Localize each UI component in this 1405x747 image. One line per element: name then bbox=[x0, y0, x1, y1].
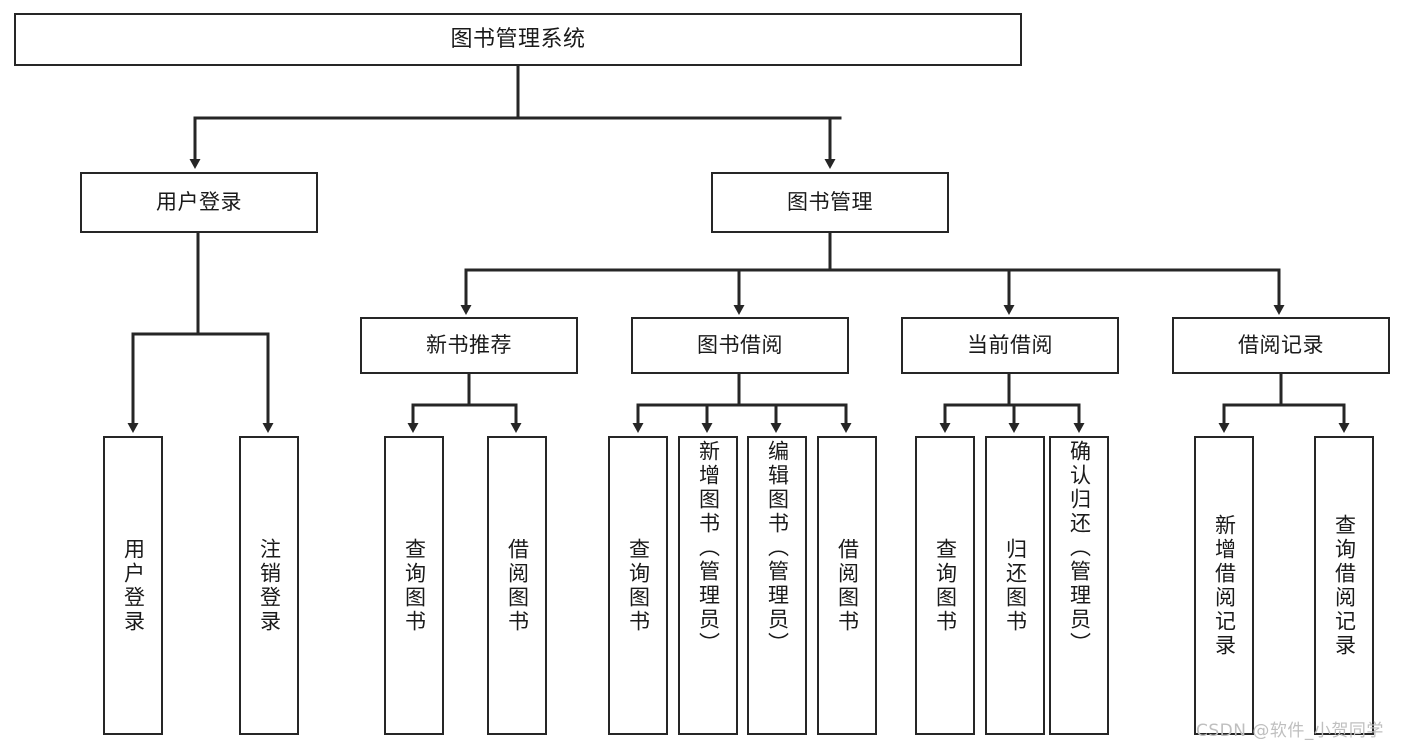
node-label: 归还图书 bbox=[1003, 537, 1028, 634]
node-label: 查询图书 bbox=[933, 537, 958, 634]
leaf-current-borrow-query-books[interactable]: 查询图书 bbox=[915, 436, 975, 735]
node-label: 新增借阅记录 bbox=[1212, 513, 1237, 658]
node-current-borrow[interactable]: 当前借阅 bbox=[901, 317, 1119, 374]
node-label: 确认归还（管理员） bbox=[1067, 440, 1092, 656]
node-label: 借阅图书 bbox=[835, 537, 860, 634]
node-book-borrow[interactable]: 图书借阅 bbox=[631, 317, 849, 374]
node-new-book-recommendation[interactable]: 新书推荐 bbox=[360, 317, 578, 374]
node-label: 用户登录 bbox=[121, 537, 146, 634]
node-label: 编辑图书（管理员） bbox=[765, 440, 790, 656]
leaf-borrow-record-add-record[interactable]: 新增借阅记录 bbox=[1194, 436, 1254, 735]
leaf-book-borrow-query-books[interactable]: 查询图书 bbox=[608, 436, 668, 735]
node-label: 用户登录 bbox=[156, 190, 242, 215]
node-label: 图书管理 bbox=[787, 190, 873, 215]
node-label: 当前借阅 bbox=[967, 333, 1053, 358]
leaf-book-borrow-add-book-admin[interactable]: 新增图书（管理员） bbox=[678, 436, 738, 735]
node-label: 查询图书 bbox=[626, 537, 651, 634]
node-label: 图书管理系统 bbox=[450, 26, 586, 52]
leaf-user-login-logout[interactable]: 注销登录 bbox=[239, 436, 299, 735]
leaf-current-borrow-confirm-return-admin[interactable]: 确认归还（管理员） bbox=[1049, 436, 1109, 735]
leaf-current-borrow-return-books[interactable]: 归还图书 bbox=[985, 436, 1045, 735]
node-label: 新书推荐 bbox=[426, 333, 512, 358]
leaf-borrow-record-query-record[interactable]: 查询借阅记录 bbox=[1314, 436, 1374, 735]
node-label: 注销登录 bbox=[257, 537, 282, 634]
node-label: 查询借阅记录 bbox=[1332, 513, 1357, 658]
leaf-book-borrow-borrow-books[interactable]: 借阅图书 bbox=[817, 436, 877, 735]
node-borrow-record[interactable]: 借阅记录 bbox=[1172, 317, 1390, 374]
leaf-new-book-borrow-books[interactable]: 借阅图书 bbox=[487, 436, 547, 735]
leaf-book-borrow-edit-book-admin[interactable]: 编辑图书（管理员） bbox=[747, 436, 807, 735]
leaf-new-book-query-books[interactable]: 查询图书 bbox=[384, 436, 444, 735]
node-label: 查询图书 bbox=[402, 537, 427, 634]
node-label: 借阅图书 bbox=[505, 537, 530, 634]
node-label: 借阅记录 bbox=[1238, 333, 1324, 358]
node-book-management[interactable]: 图书管理 bbox=[711, 172, 949, 233]
leaf-user-login-login[interactable]: 用户登录 bbox=[103, 436, 163, 735]
node-label: 新增图书（管理员） bbox=[696, 440, 721, 656]
node-label: 图书借阅 bbox=[697, 333, 783, 358]
node-user-login[interactable]: 用户登录 bbox=[80, 172, 318, 233]
node-root-book-management-system[interactable]: 图书管理系统 bbox=[14, 13, 1022, 66]
